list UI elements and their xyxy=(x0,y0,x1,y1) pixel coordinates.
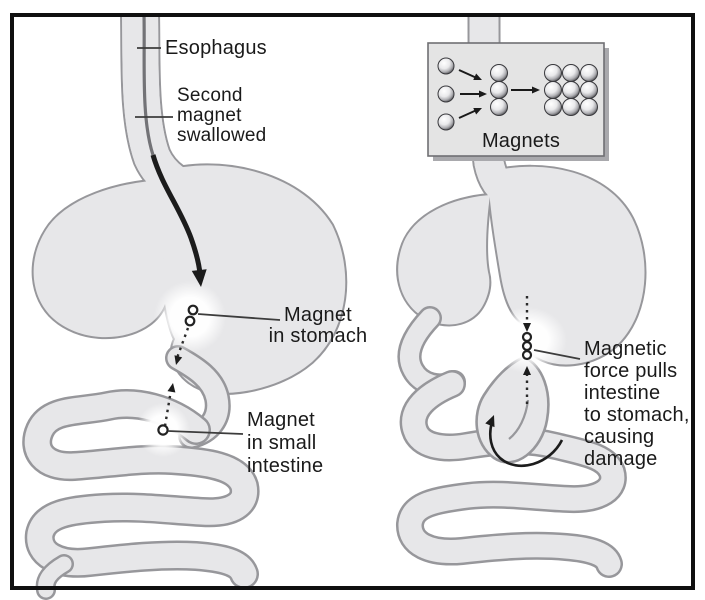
leader-line xyxy=(197,313,281,321)
magnetic-force-label: Magnetic force pulls intestine to stomac… xyxy=(584,338,690,470)
magnet-dot xyxy=(521,349,533,361)
pull-arrowhead-icon xyxy=(485,415,495,428)
magnet-in-stomach-label: Magnet in stomach xyxy=(268,304,368,347)
figure-border-frame xyxy=(10,13,695,590)
magnets-inset-label: Magnets xyxy=(481,130,561,152)
small-intestine-coils xyxy=(24,391,258,587)
magnet-in-small-intestine-label: Magnet in small intestine xyxy=(247,409,324,477)
second-magnet-label: Second magnet swallowed xyxy=(177,85,267,146)
magnets-inset-box xyxy=(427,42,609,161)
magnet-dot xyxy=(157,424,169,436)
magnet-ball-icon xyxy=(580,98,598,116)
esophagus-label: Esophagus xyxy=(165,37,267,59)
magnet-ball-icon xyxy=(562,98,580,116)
attraction-dashed-line xyxy=(175,327,190,359)
merge-arrowhead-icon xyxy=(479,90,487,98)
left-panel-illustration xyxy=(22,13,348,600)
merge-arrowhead-icon xyxy=(473,108,482,115)
attraction-dashed-line xyxy=(163,389,173,427)
attraction-arrowhead-icon xyxy=(523,366,531,375)
magnet-dot xyxy=(187,304,199,316)
magnet-cluster xyxy=(544,64,598,116)
attraction-arrowhead-icon xyxy=(523,323,531,332)
attraction-arrowhead-icon xyxy=(167,383,176,393)
magnet-ball-icon xyxy=(437,113,455,131)
pulled-intestine-loop xyxy=(475,355,550,464)
magnet-ball-icon xyxy=(437,85,455,103)
magnet-ball-icon xyxy=(490,98,508,116)
swallowed-magnet-path xyxy=(142,13,155,156)
magnet-ball-icon xyxy=(544,98,562,116)
esophagus-stomach-junction xyxy=(122,13,207,212)
swallowed-magnet-arrow xyxy=(150,154,203,275)
leader-line xyxy=(533,349,581,360)
pull-arrow xyxy=(488,421,564,468)
merge-arrowhead-icon xyxy=(473,73,482,80)
magnet-ball-icon xyxy=(437,57,455,75)
swallowed-magnet-arrowhead-icon xyxy=(191,269,207,287)
leader-line xyxy=(167,430,244,435)
attraction-arrowhead-icon xyxy=(174,355,183,365)
magnet-dot xyxy=(184,315,196,327)
small-intestine-coils xyxy=(398,372,625,576)
right-panel-illustration xyxy=(396,13,647,578)
merge-arrowhead-icon xyxy=(532,86,540,94)
